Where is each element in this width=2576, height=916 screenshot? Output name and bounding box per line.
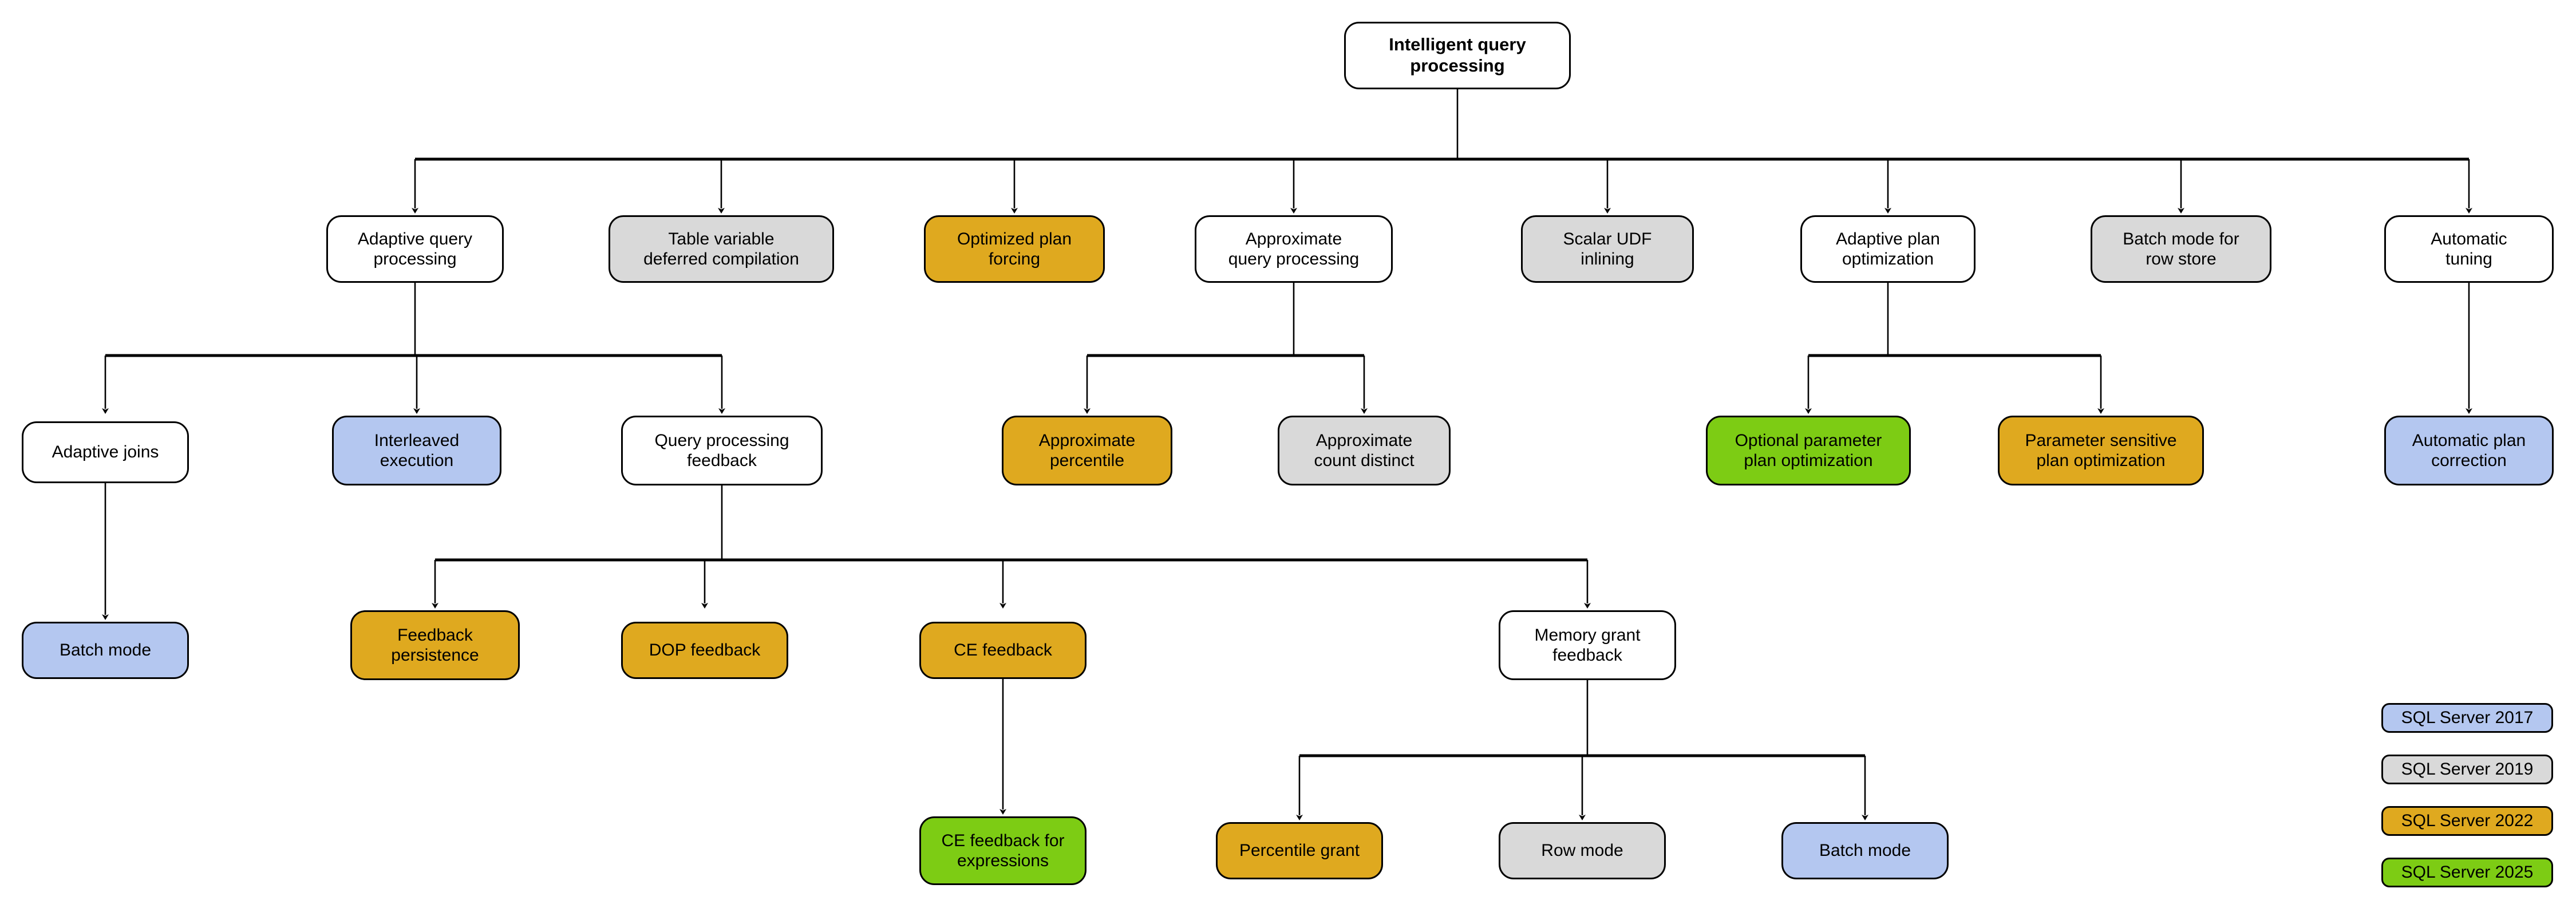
node-tvdc[interactable]: Table variable deferred compilation [609, 215, 834, 283]
node-pspo[interactable]: Parameter sensitive plan optimization [1998, 416, 2204, 485]
node-bmrs[interactable]: Batch mode for row store [2091, 215, 2271, 283]
legend-item-sql2019: SQL Server 2019 [2381, 755, 2553, 784]
node-approxqp[interactable]: Approximate query processing [1195, 215, 1393, 283]
node-cefbexpr[interactable]: CE feedback for expressions [919, 816, 1086, 885]
node-apc[interactable]: Automatic plan correction [2384, 416, 2554, 485]
node-apo[interactable]: Adaptive plan optimization [1800, 215, 1976, 283]
node-batchmode1[interactable]: Batch mode [22, 622, 189, 679]
node-adaptjoins[interactable]: Adaptive joins [22, 421, 189, 483]
node-scalarudf[interactable]: Scalar UDF inlining [1521, 215, 1694, 283]
node-opf[interactable]: Optimized plan forcing [924, 215, 1105, 283]
node-fbpersist[interactable]: Feedback persistence [350, 610, 520, 680]
node-dopfb[interactable]: DOP feedback [621, 622, 788, 679]
legend-item-sql2022: SQL Server 2022 [2381, 806, 2553, 836]
legend-item-sql2017: SQL Server 2017 [2381, 703, 2553, 733]
node-aqp[interactable]: Adaptive query processing [326, 215, 504, 283]
node-approxcd[interactable]: Approximate count distinct [1278, 416, 1451, 485]
node-approxpct[interactable]: Approximate percentile [1002, 416, 1172, 485]
node-pctgrant[interactable]: Percentile grant [1216, 822, 1383, 879]
node-autotune[interactable]: Automatic tuning [2384, 215, 2554, 283]
node-cefb[interactable]: CE feedback [919, 622, 1086, 679]
node-qpf[interactable]: Query processing feedback [621, 416, 823, 485]
legend-item-sql2025: SQL Server 2025 [2381, 858, 2553, 887]
node-root[interactable]: Intelligent query processing [1344, 22, 1571, 89]
node-rowmode[interactable]: Row mode [1499, 822, 1666, 879]
node-mgf[interactable]: Memory grant feedback [1499, 610, 1676, 680]
node-interleaved[interactable]: Interleaved execution [332, 416, 501, 485]
node-oppo[interactable]: Optional parameter plan optimization [1706, 416, 1911, 485]
node-batchmode2[interactable]: Batch mode [1781, 822, 1949, 879]
